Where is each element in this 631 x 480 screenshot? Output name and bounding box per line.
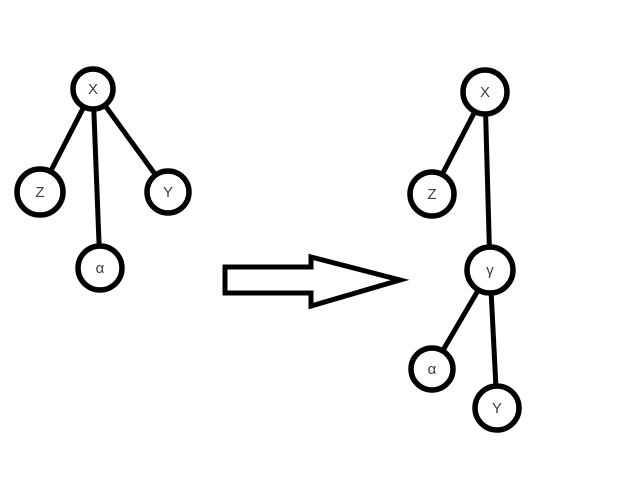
node-alpha-circle (75, 243, 125, 293)
transform-arrow (222, 253, 410, 310)
node-X-label: X (480, 84, 490, 101)
node-Z-label: Z (35, 184, 44, 201)
node-gamma-circle (464, 244, 516, 296)
node-Z-circle (14, 166, 66, 218)
node-Y-label: Y (492, 400, 502, 417)
node-X-circle (70, 66, 116, 112)
node-Z-circle (407, 169, 457, 219)
node-X-label: X (88, 81, 98, 98)
node-Y-label: Y (163, 184, 173, 201)
node-alpha-label: α (96, 260, 105, 277)
tree-after: X Zγ αY (407, 67, 522, 433)
node-alpha-label: α (428, 361, 437, 378)
node-Z-label: Z (427, 186, 436, 203)
node-Y-circle (144, 168, 192, 216)
edge-X-alpha (90, 88, 103, 269)
edge-X-gamma (482, 91, 493, 271)
node-alpha-circle (408, 345, 456, 393)
node-Y-circle (472, 383, 522, 433)
node-gamma-label: γ (486, 262, 494, 279)
node-X-circle (460, 67, 510, 117)
tree-before: X Z Yα (14, 66, 192, 293)
